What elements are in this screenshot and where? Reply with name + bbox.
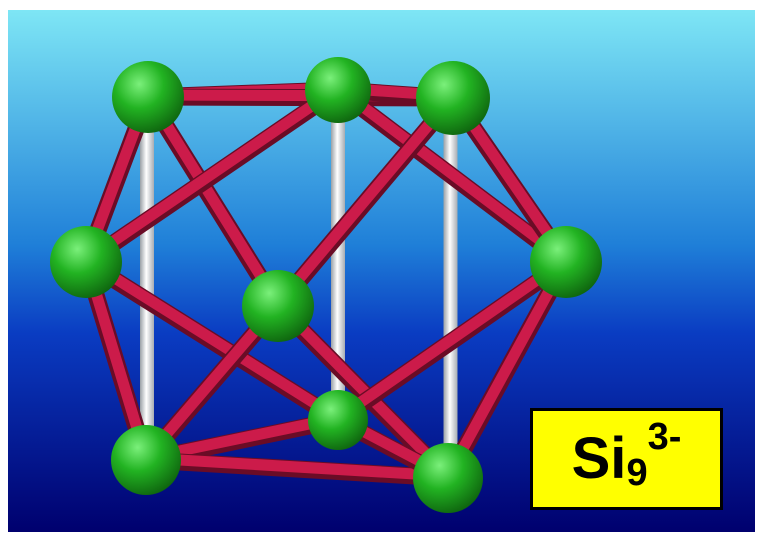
bond <box>142 89 284 310</box>
atoms <box>50 57 602 513</box>
atom-top-right <box>416 61 490 135</box>
atom-top-left <box>112 61 184 133</box>
atom-mid-center <box>242 270 314 342</box>
bond <box>272 298 454 482</box>
bond <box>80 82 344 266</box>
molecule-scene <box>8 10 755 532</box>
bond <box>332 82 572 266</box>
formula-element: Si <box>571 426 627 491</box>
bond <box>332 254 572 424</box>
axis-rod <box>443 98 458 478</box>
atom-bottom-left <box>111 425 181 495</box>
formula-charge: 3- <box>647 415 682 458</box>
atom-bottom-back <box>308 390 368 450</box>
bond <box>272 90 459 310</box>
bond <box>140 452 454 482</box>
axis-rod <box>140 97 154 460</box>
atom-bottom-right <box>413 443 483 513</box>
atom-mid-right <box>530 226 602 298</box>
bond <box>80 254 344 424</box>
bonds <box>77 81 575 487</box>
axis-rod <box>331 90 345 420</box>
bond <box>442 254 572 482</box>
atom-mid-left <box>50 226 122 298</box>
formula-count: 9 <box>626 451 648 494</box>
axis-rods <box>140 90 458 478</box>
atom-top-back <box>305 57 371 123</box>
